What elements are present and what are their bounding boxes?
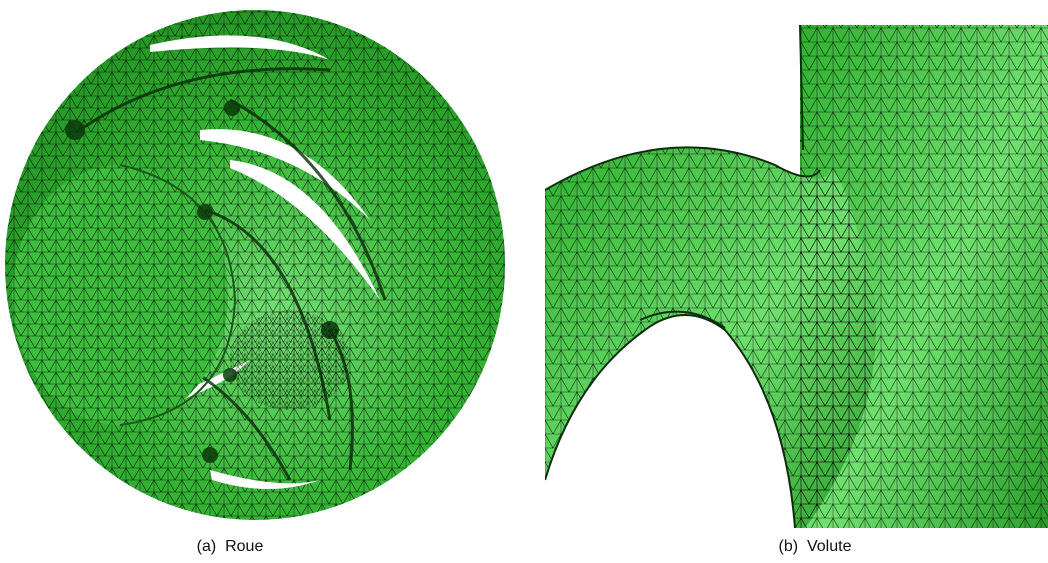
volute-mesh-image xyxy=(545,0,1048,528)
volute-edges xyxy=(545,24,821,528)
caption-a-text: Roue xyxy=(225,538,264,555)
caption-b: (b) Volute xyxy=(735,538,895,556)
impeller-mesh-svg xyxy=(5,10,505,520)
caption-b-text: Volute xyxy=(806,538,852,555)
caption-a: (a) Roue xyxy=(150,538,310,556)
volute-inner-void xyxy=(545,315,795,528)
impeller-mesh-image xyxy=(0,0,535,528)
caption-b-label: (b) xyxy=(778,538,799,555)
caption-a-label: (a) xyxy=(196,538,217,555)
volute-mesh-svg xyxy=(545,0,1048,528)
